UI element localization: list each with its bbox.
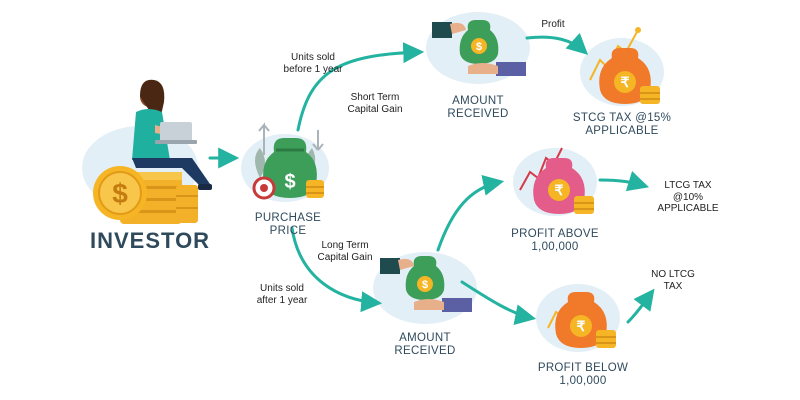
long-gain-line2: Capital Gain (317, 251, 373, 263)
no-ltcg-tax-label: NO LTCG TAX (638, 269, 708, 292)
arrow-short-amount-to-stcg (525, 32, 589, 55)
long-condition-line2: after 1 year (256, 294, 308, 306)
arrow-purchase-to-long-term (290, 226, 383, 313)
profit-above-money-bag-illustration: ₹ (519, 147, 594, 214)
no-ltcg-line1: NO LTCG (651, 269, 695, 280)
ltcg-tax-line1: LTCG TAX (664, 180, 712, 191)
arrow-long-amount-to-above (436, 175, 505, 252)
short-amount-line2: RECEIVED (447, 108, 509, 121)
ltcg-tax-line3: APPLICABLE (657, 203, 719, 214)
arrow-long-amount-to-below (460, 280, 537, 325)
long-term-amount-illustration: $ (380, 256, 472, 312)
stcg-tax-label: STCG TAX @15% APPLICABLE (562, 112, 682, 138)
svg-text:$: $ (112, 178, 128, 209)
short-condition-line1: Units sold (291, 52, 335, 63)
profit-below-line1: PROFIT BELOW (537, 362, 629, 374)
short-term-amount-illustration: $ (432, 20, 526, 76)
purchase-price-line2: PRICE (269, 225, 307, 238)
short-condition-label: Units sold before 1 year (268, 52, 358, 75)
long-amount-received-label: AMOUNT RECEIVED (375, 332, 475, 358)
arrow-below-to-no-ltcg (626, 288, 655, 324)
purchase-price-label: PURCHASE PRICE (238, 212, 338, 238)
profit-label: Profit (541, 19, 565, 30)
svg-text:$: $ (422, 279, 428, 291)
svg-text:₹: ₹ (555, 182, 564, 198)
profit-above-line2: 1,00,000 (531, 241, 579, 254)
svg-text:₹: ₹ (577, 318, 586, 334)
short-gain-line2: Capital Gain (347, 103, 403, 115)
ltcg-tax-line2: @10% (672, 191, 704, 203)
purchase-price-illustration: $ (252, 122, 324, 200)
investor-label: INVESTOR (90, 228, 211, 253)
purchase-price-line1: PURCHASE (254, 212, 322, 224)
arrow-purchase-to-short-term (296, 42, 425, 132)
profit-above-label: PROFIT ABOVE 1,00,000 (500, 228, 610, 254)
short-gain-line1: Short Term (350, 92, 400, 103)
ltcg-tax-label: LTCG TAX @10% APPLICABLE (648, 180, 728, 215)
svg-text:$: $ (476, 41, 482, 53)
long-amount-line1: AMOUNT (399, 332, 451, 344)
short-amount-received-label: AMOUNT RECEIVED (428, 95, 528, 121)
long-term-gain-label: Long Term Capital Gain (305, 240, 385, 263)
long-condition-line1: Units sold (260, 283, 304, 294)
long-gain-line1: Long Term (321, 240, 369, 251)
profit-below-label: PROFIT BELOW 1,00,000 (528, 362, 638, 388)
long-condition-label: Units sold after 1 year (242, 283, 322, 306)
stcg-money-bag-illustration: ₹ (589, 27, 660, 104)
profit-below-money-bag-illustration: ₹ (547, 292, 616, 348)
investor-illustration: $ (93, 79, 212, 224)
short-term-gain-label: Short Term Capital Gain (330, 92, 420, 115)
short-amount-line1: AMOUNT (452, 95, 504, 107)
short-condition-line2: before 1 year (283, 63, 343, 75)
long-amount-line2: RECEIVED (394, 345, 456, 358)
no-ltcg-line2: TAX (663, 280, 683, 292)
svg-text:$: $ (284, 171, 295, 193)
flow-arrows (208, 32, 655, 325)
stcg-tax-line1: STCG TAX @15% (572, 112, 672, 124)
profit-below-line2: 1,00,000 (559, 375, 607, 388)
svg-text:₹: ₹ (621, 74, 630, 90)
stcg-tax-line2: APPLICABLE (585, 125, 659, 138)
arrow-above-to-ltcg (598, 171, 650, 192)
money-bag-icon (263, 138, 317, 198)
profit-above-line1: PROFIT ABOVE (511, 228, 599, 240)
